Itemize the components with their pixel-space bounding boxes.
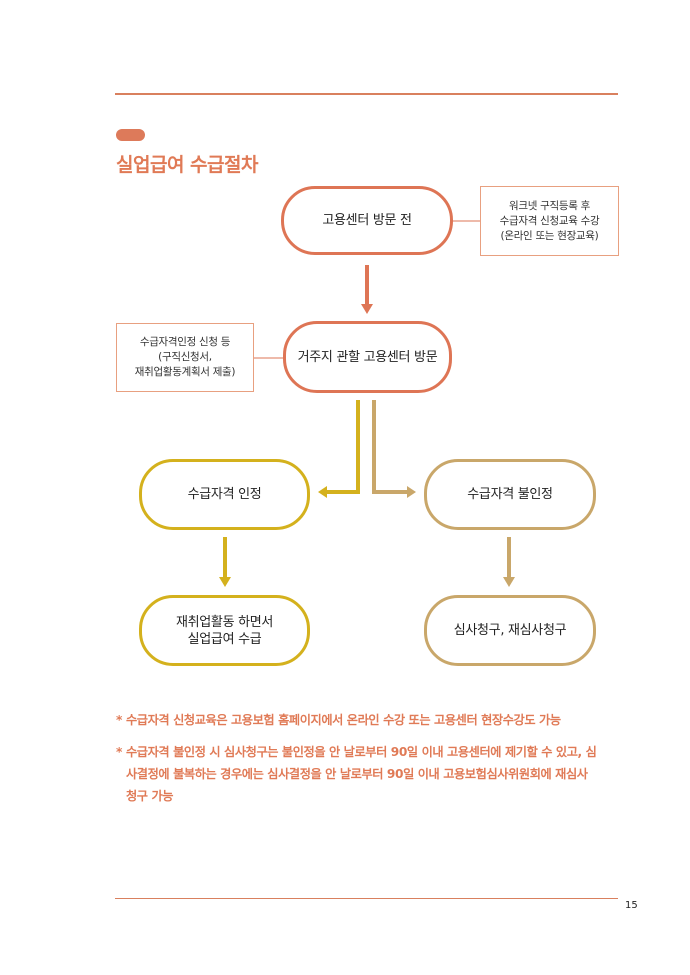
arrow-step2-denied (372, 400, 408, 494)
arrowhead-approved (318, 486, 327, 498)
approved-result: 재취업활동 하면서 실업급여 수급 (139, 595, 310, 666)
denied-result-label: 심사청구, 재심사청구 (453, 623, 567, 638)
step1-note: 워크넷 구직등록 후 수급자격 신청교육 수강 (온라인 또는 현장교육) (480, 186, 619, 256)
top-rule (115, 93, 618, 95)
footnote-2: * 수급자격 불인정 시 심사청구는 불인정을 안 날로부터 90일 이내 고용… (116, 741, 597, 807)
approved-result-label: 재취업활동 하면서 실업급여 수급 (175, 614, 274, 647)
step-before-visit: 고용센터 방문 전 (281, 186, 453, 255)
qualification-denied-label: 수급자격 불인정 (467, 487, 553, 502)
step-before-visit-label: 고용센터 방문 전 (322, 213, 412, 228)
qualification-approved-label: 수급자격 인정 (187, 487, 262, 502)
footnote-2-line-2: 사결정에 불복하는 경우에는 심사결정을 안 날로부터 90일 이내 고용보험심… (126, 767, 588, 781)
footnote-1: * 수급자격 신청교육은 고용보험 홈페이지에서 온라인 수강 또는 고용센터 현… (116, 709, 561, 731)
step-center-visit-label: 거주지 관할 고용센터 방문 (297, 349, 438, 365)
section-pill-marker (116, 129, 145, 141)
footnote-2-line-3: 청구 가능 (126, 789, 174, 803)
bottom-rule (115, 898, 618, 899)
arrowhead-approved-result (219, 577, 231, 587)
page-number: 15 (625, 900, 638, 911)
section-title: 실업급여 수급절차 (116, 154, 258, 176)
footnote-marker: * (116, 713, 122, 727)
step2-note: 수급자격인정 신청 등 (구직신청서, 재취업활동계획서 제출) (116, 323, 254, 392)
step-center-visit: 거주지 관할 고용센터 방문 (283, 321, 452, 393)
arrowhead-step1-step2 (361, 304, 373, 314)
footnote-2-line-1: 수급자격 불인정 시 심사청구는 불인정을 안 날로부터 90일 이내 고용센터… (126, 745, 597, 759)
footnote-1-text: 수급자격 신청교육은 고용보험 홈페이지에서 온라인 수강 또는 고용센터 현장… (126, 713, 561, 727)
arrowhead-denied (407, 486, 416, 498)
qualification-approved: 수급자격 인정 (139, 459, 310, 530)
arrowhead-denied-result (503, 577, 515, 587)
qualification-denied: 수급자격 불인정 (424, 459, 596, 530)
arrow-step2-approved (326, 400, 360, 494)
footnote-marker: * (116, 745, 122, 759)
denied-result: 심사청구, 재심사청구 (424, 595, 596, 666)
